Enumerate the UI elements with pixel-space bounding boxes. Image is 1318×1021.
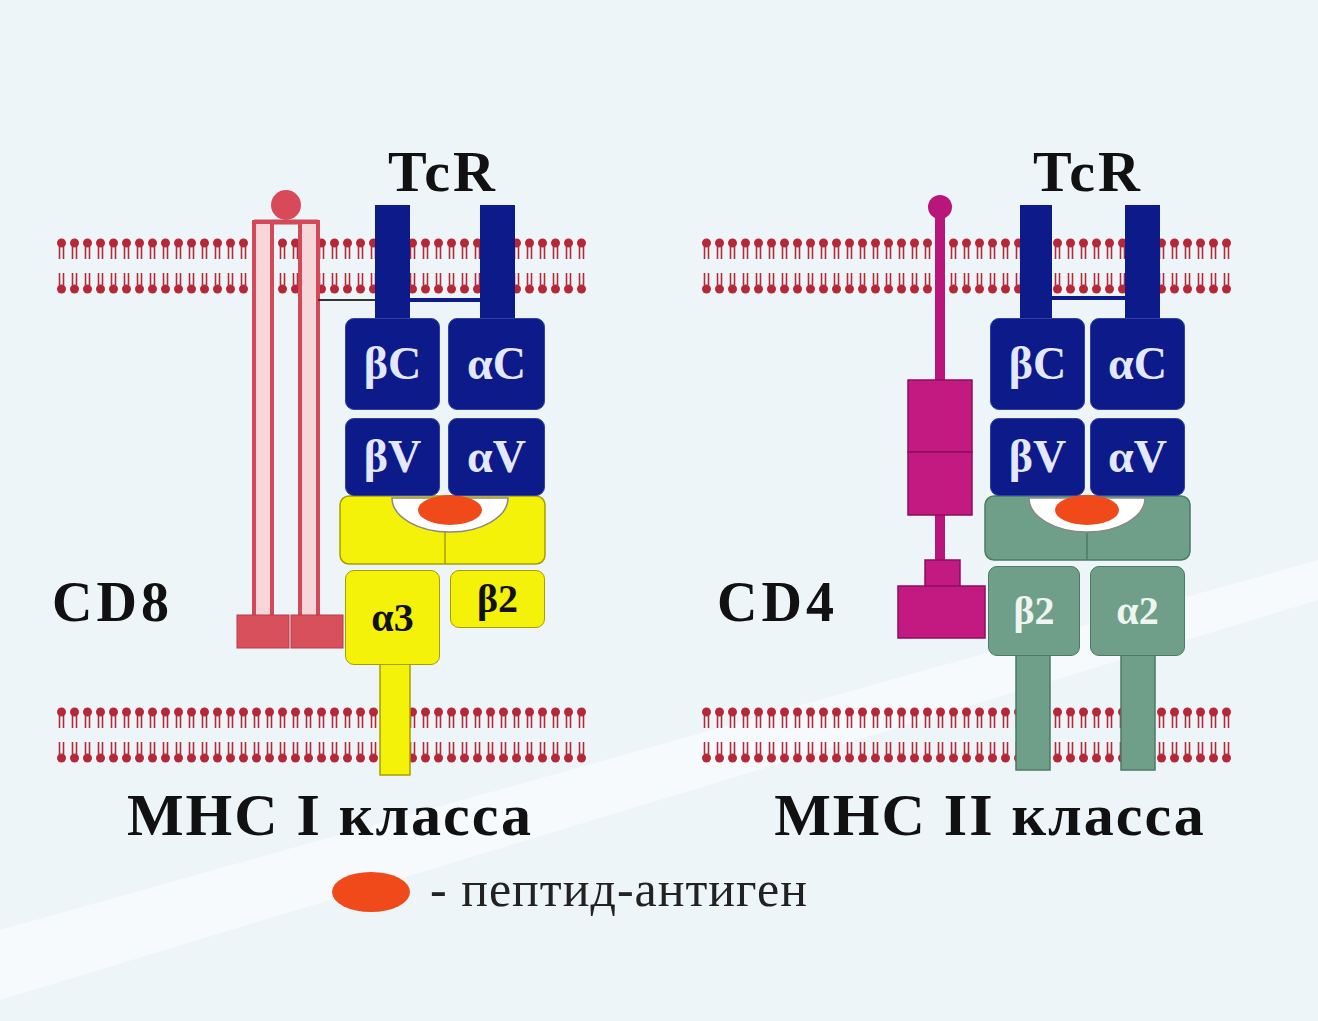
domain-name: α2 bbox=[1116, 591, 1158, 631]
domain-name: βV bbox=[364, 434, 421, 480]
background-streak bbox=[0, 560, 1318, 1000]
mhc-domain: α3 bbox=[345, 570, 440, 665]
tcr-domain: αC bbox=[1090, 318, 1185, 410]
tcr-domain: αC bbox=[448, 318, 545, 410]
peptides bbox=[418, 495, 1119, 525]
molecule-label: CD4 bbox=[717, 572, 897, 634]
tcr-domain: αV bbox=[448, 418, 545, 496]
tcr-domain: βV bbox=[990, 418, 1085, 496]
mhc-domain: α2 bbox=[1090, 566, 1185, 656]
mhc-domain: β2 bbox=[988, 566, 1080, 656]
domain-name: βC bbox=[1009, 341, 1066, 387]
tcr-domain: αV bbox=[1090, 418, 1185, 496]
tcr-stalks bbox=[1020, 205, 1160, 323]
legend-swatch bbox=[332, 872, 410, 912]
legend-text: - пептид-антиген bbox=[430, 862, 808, 917]
tcr-domain: βV bbox=[345, 418, 440, 496]
cd4-molecule bbox=[898, 195, 985, 638]
mhc-domain: β2 bbox=[450, 570, 545, 628]
receptor-label: TcR bbox=[343, 140, 543, 204]
domain-name: β2 bbox=[477, 579, 518, 619]
lipid-bilayer bbox=[55, 705, 590, 765]
molecule-label: CD8 bbox=[52, 572, 232, 634]
peptide bbox=[418, 495, 482, 525]
peptide bbox=[1055, 495, 1119, 525]
domain-name: βV bbox=[1009, 434, 1066, 480]
class-label: MHC I класса bbox=[40, 782, 620, 848]
membranes bbox=[55, 236, 1235, 765]
domain-name: αC bbox=[467, 341, 526, 387]
domain-name: αC bbox=[1108, 341, 1167, 387]
tcr-domain: βC bbox=[990, 318, 1085, 410]
mhc-class-i bbox=[340, 496, 545, 775]
domain-name: βC bbox=[364, 341, 421, 387]
class-label: MHC II класса bbox=[680, 782, 1300, 848]
receptor-label: TcR bbox=[988, 140, 1188, 204]
tcr-domain: βC bbox=[345, 318, 440, 410]
domain-name: αV bbox=[1108, 434, 1167, 480]
domain-name: β2 bbox=[1013, 591, 1054, 631]
domain-name: αV bbox=[467, 434, 526, 480]
tcr-stalks bbox=[375, 205, 515, 323]
mhc-class-ii bbox=[985, 496, 1190, 770]
domain-name: α3 bbox=[371, 598, 413, 638]
